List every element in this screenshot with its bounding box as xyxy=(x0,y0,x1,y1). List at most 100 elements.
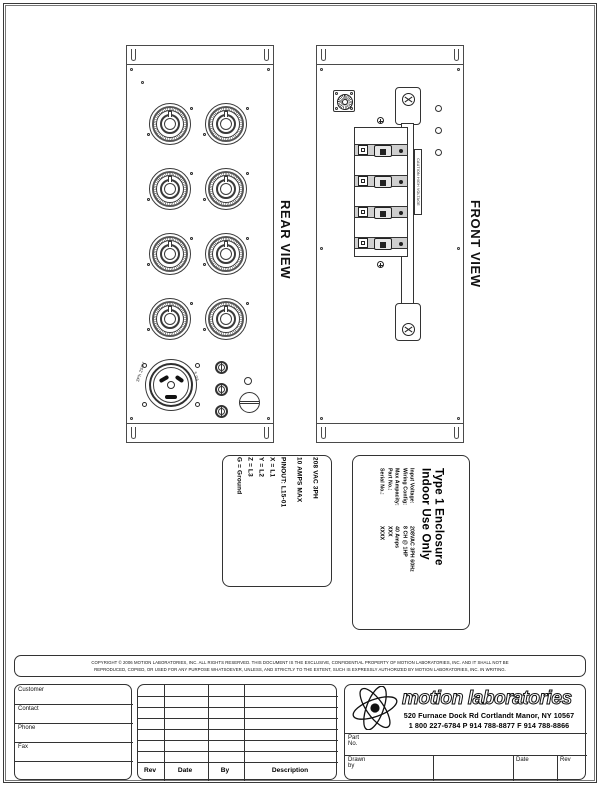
customer-label: Customer xyxy=(18,687,45,693)
breaker-switch[interactable] xyxy=(374,145,392,157)
company-info-box xyxy=(344,684,587,781)
pinout-plate-rotated: 208 VAC 3PH 10 AMPS MAX PINOUT: L15-01 X… xyxy=(234,457,321,585)
spec-key: Input Voltage: xyxy=(408,467,415,504)
breaker-indicator[interactable] xyxy=(358,238,368,248)
spec-key: Max Ampacity: xyxy=(393,467,400,506)
panel-mount-hole xyxy=(457,247,460,250)
spec-value: XXXX xyxy=(378,525,385,540)
output-connector xyxy=(147,168,193,210)
sheet-border-outer xyxy=(3,3,597,783)
nameplate-spec-row: Max Ampacity: 40 Amps xyxy=(392,467,400,618)
indicator-lamp xyxy=(244,377,252,385)
breaker-switch[interactable] xyxy=(374,176,392,188)
part-no-label: Part No. xyxy=(348,735,360,747)
company-phones: 1 800 227-6784 P 914 788-8877 F 914 788-… xyxy=(408,721,570,730)
divider xyxy=(15,742,133,743)
drawn-by-label: Drawn by xyxy=(348,757,366,769)
enclosure-nameplate: Type 1 Enclosure Indoor Use Only Input V… xyxy=(352,455,470,630)
divider xyxy=(138,707,338,708)
nameplate-rotated: Type 1 Enclosure Indoor Use Only Input V… xyxy=(377,467,445,618)
rack-slot-bottom-right xyxy=(264,427,269,439)
breaker-indicator[interactable] xyxy=(358,207,368,217)
output-connector xyxy=(203,103,249,145)
rack-slot-top-right xyxy=(454,49,459,61)
panel-mount-hole xyxy=(130,417,133,420)
date-label: Date xyxy=(516,757,529,763)
breaker-switch[interactable] xyxy=(374,207,392,219)
panel-mount-hole xyxy=(267,68,270,71)
breaker-switch[interactable] xyxy=(374,238,392,250)
breaker-dot xyxy=(399,211,403,215)
panel-mount-hole xyxy=(320,247,323,250)
breaker-indicator[interactable] xyxy=(358,145,368,155)
rack-ear-top xyxy=(126,45,274,65)
front-view-panel: CAUTION HIGH VOLTAGE xyxy=(316,45,464,443)
panel-mount-hole xyxy=(141,81,144,84)
front-panel-face: CAUTION HIGH VOLTAGE xyxy=(316,64,464,424)
nameplate-line2: Indoor Use Only xyxy=(419,467,432,560)
rev-col-header: Rev xyxy=(143,767,157,774)
breaker-stack xyxy=(354,127,408,257)
output-connector xyxy=(203,298,249,340)
rack-slot-bottom-right xyxy=(454,427,459,439)
output-connector xyxy=(147,298,193,340)
panel-hole xyxy=(435,105,442,112)
nameplate-spec-row: Input Voltage: 208VAC 3PH 60Hz xyxy=(407,467,415,618)
divider xyxy=(15,704,133,705)
copyright-box xyxy=(14,655,586,677)
divider xyxy=(138,729,338,730)
breaker-indicator[interactable] xyxy=(358,176,368,186)
handle-screw-bottom xyxy=(402,323,415,336)
divider xyxy=(513,755,514,781)
output-connector xyxy=(147,103,193,145)
panel-mount-hole xyxy=(457,417,460,420)
fuse-holder xyxy=(215,361,228,374)
panel-hole xyxy=(435,149,442,156)
divider xyxy=(138,751,338,752)
rack-slot-bottom-left xyxy=(321,427,326,439)
handle-bracket-bottom xyxy=(395,303,421,341)
pinout-text-block: 208 VAC 3PH 10 AMPS MAX PINOUT: L15-01 X… xyxy=(234,457,321,585)
sheet-border-inner xyxy=(5,5,595,781)
divider xyxy=(164,685,165,781)
divider xyxy=(345,755,587,756)
company-name: motion laboratories xyxy=(402,688,573,710)
copyright-line-2: REPRODUCED, COPIED, OR USED FOR ANY PURP… xyxy=(94,667,506,672)
divider xyxy=(138,696,338,697)
company-address: 520 Furnace Dock Rd Cortlandt Manor, NY … xyxy=(403,711,575,720)
pinout-plate: 208 VAC 3PH 10 AMPS MAX PINOUT: L15-01 X… xyxy=(222,455,332,587)
spec-value: 8 CH @ 1HP xyxy=(401,525,408,557)
panel-screw xyxy=(377,261,384,268)
output-connector xyxy=(203,168,249,210)
output-connector xyxy=(147,233,193,275)
fuse-holder xyxy=(215,383,228,396)
divider xyxy=(138,740,338,741)
divider xyxy=(138,718,338,719)
divider xyxy=(557,755,558,781)
spec-value: 208VAC 3PH 60Hz xyxy=(408,525,415,572)
panel-mount-hole xyxy=(457,68,460,71)
divider xyxy=(208,685,209,781)
fuse-holder xyxy=(215,405,228,418)
panel-mount-hole xyxy=(320,68,323,71)
pinout-voltage: 208 VAC 3PH xyxy=(311,457,319,499)
front-view-title: FRONT VIEW xyxy=(468,200,483,288)
rack-slot-top-left xyxy=(131,49,136,61)
pinout-x: X = L1 xyxy=(268,457,276,478)
spec-key: Wiring Config: xyxy=(401,467,408,505)
date-col-header: Date xyxy=(177,767,193,774)
rack-ear-bottom xyxy=(316,423,464,443)
caution-label-strip: CAUTION HIGH VOLTAGE xyxy=(414,149,422,215)
spec-key: Part No.: xyxy=(386,467,393,491)
divider xyxy=(15,723,133,724)
rack-ear-top xyxy=(316,45,464,65)
panel-mount-hole xyxy=(130,68,133,71)
copyright-line-1: COPYRIGHT © 2006 MOTION LABORATORIES, IN… xyxy=(91,660,509,665)
breaker-dot xyxy=(399,180,403,184)
output-connector xyxy=(203,233,249,275)
handle-bracket-top xyxy=(395,87,421,125)
rev-label: Rev xyxy=(560,757,571,763)
pinout-z: Z = L3 xyxy=(246,457,254,477)
power-inlet-connector xyxy=(142,359,200,411)
